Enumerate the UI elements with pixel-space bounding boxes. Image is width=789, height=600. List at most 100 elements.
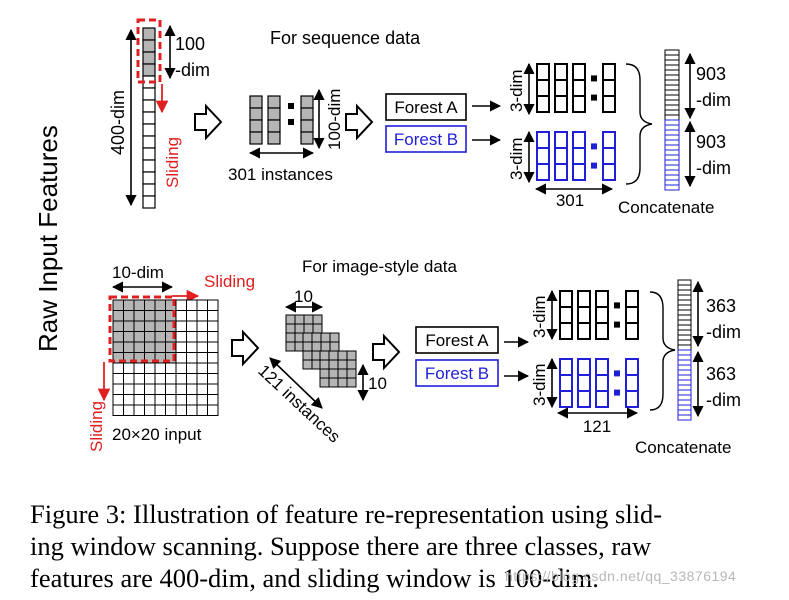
image-forest-a-label: Forest A: [425, 331, 489, 350]
concat-cell: [677, 399, 692, 406]
ellipsis-dot: [614, 370, 620, 377]
concat-cell: [664, 109, 680, 116]
grid-cell: [144, 331, 156, 343]
forest-b-box: [385, 125, 467, 153]
concat-cell: [677, 374, 692, 381]
flow-arrow-2: [345, 103, 374, 141]
concat-cell: [677, 309, 692, 316]
concat-brace: [625, 63, 653, 185]
grid-cell: [144, 383, 156, 395]
patch-cell: [311, 341, 322, 352]
grid-cell: [154, 373, 166, 385]
grid-cell: [154, 362, 166, 374]
grid-cell: [144, 320, 156, 332]
class-cell: [536, 147, 550, 165]
ellipsis-dot: [591, 75, 597, 82]
concat-cell: [664, 119, 680, 126]
concat-cell: [677, 369, 692, 376]
concat-cell: [677, 379, 692, 386]
grid-cell: [175, 394, 187, 406]
patch-cell: [303, 323, 314, 334]
class-cell: [559, 322, 573, 340]
concat-cell: [664, 94, 680, 101]
class-cell: [572, 131, 586, 149]
caption-line-3: features are 400-dim, and sliding window…: [30, 563, 599, 593]
patch-cell: [337, 359, 348, 370]
ellipsis-dot: [591, 162, 597, 169]
ellipsis-dot: [591, 143, 597, 150]
concat-cell: [677, 409, 692, 416]
grid-cell: [196, 331, 208, 343]
grid-cell: [133, 299, 145, 311]
concat-cell: [677, 289, 692, 296]
grid-cell: [207, 299, 219, 311]
class-cell: [572, 63, 586, 81]
concat-cell: [664, 134, 680, 141]
patch-cell: [319, 350, 330, 361]
patch-cell: [319, 368, 330, 379]
class-cell: [625, 374, 639, 392]
window-dim-label-1: 100: [175, 34, 205, 54]
grid-cell: [112, 394, 124, 406]
patch-cell: [311, 332, 322, 343]
grid-cell: [196, 404, 208, 416]
grid-cell: [186, 331, 198, 343]
class-cell: [625, 290, 639, 308]
class-cell: [572, 79, 586, 97]
input-dim-label: 400-dim: [108, 90, 128, 155]
image-input-grid: [112, 299, 219, 416]
class-cell: [577, 374, 591, 392]
class-cell: [554, 79, 568, 97]
grid-cell: [175, 310, 187, 322]
grid-cell: [154, 310, 166, 322]
instance-cell: [249, 107, 263, 121]
class-cell: [536, 131, 550, 149]
grid-cell: [165, 383, 177, 395]
grid-cell: [154, 299, 166, 311]
class-cell: [554, 147, 568, 165]
image-window-box: [108, 295, 176, 363]
grid-cell: [196, 341, 208, 353]
image-out-b-label-1: 363: [706, 364, 736, 384]
class-cell: [572, 95, 586, 113]
grid-cell: [207, 331, 219, 343]
concat-cell: [677, 334, 692, 341]
grid-cell: [196, 383, 208, 395]
class-cell: [559, 374, 573, 392]
concat-cell: [664, 179, 680, 186]
class-cell: [625, 322, 639, 340]
concat-cell: [664, 79, 680, 86]
patch-cell: [319, 377, 330, 388]
sliding-down-label: Sliding: [87, 401, 106, 452]
concat-cell: [664, 124, 680, 131]
out-b-label-2: -dim: [696, 158, 731, 178]
caption-line-2: ing window scanning. Suppose there are t…: [30, 531, 652, 561]
image-forest-b-box: [415, 359, 499, 387]
vector-cell: [142, 147, 156, 161]
concat-cell: [677, 279, 692, 286]
class-cell: [602, 63, 616, 81]
grid-cell: [144, 394, 156, 406]
concat-cell: [664, 169, 680, 176]
grid-cell: [186, 362, 198, 374]
concat-cell: [664, 49, 680, 56]
concat-cell: [664, 104, 680, 111]
grid-cell: [175, 383, 187, 395]
grid-cell: [133, 373, 145, 385]
instance-cell: [249, 119, 263, 133]
concat-cell: [677, 349, 692, 356]
concat-cell: [664, 174, 680, 181]
grid-cell: [207, 373, 219, 385]
concat-cell: [677, 359, 692, 366]
patch-cell: [285, 314, 296, 325]
grid-cell: [175, 404, 187, 416]
patch-cell: [346, 368, 357, 379]
image-out-b-label-2: -dim: [706, 390, 741, 410]
grid-cell: [186, 310, 198, 322]
flow-arrow-4: [372, 333, 401, 371]
forest-a-label: Forest A: [394, 98, 458, 117]
grid-cell: [123, 394, 135, 406]
class-cell: [595, 390, 609, 408]
watermark: https://blog.csdn.net/qq_33876194: [505, 568, 737, 584]
image-out-a-label-1: 363: [706, 296, 736, 316]
